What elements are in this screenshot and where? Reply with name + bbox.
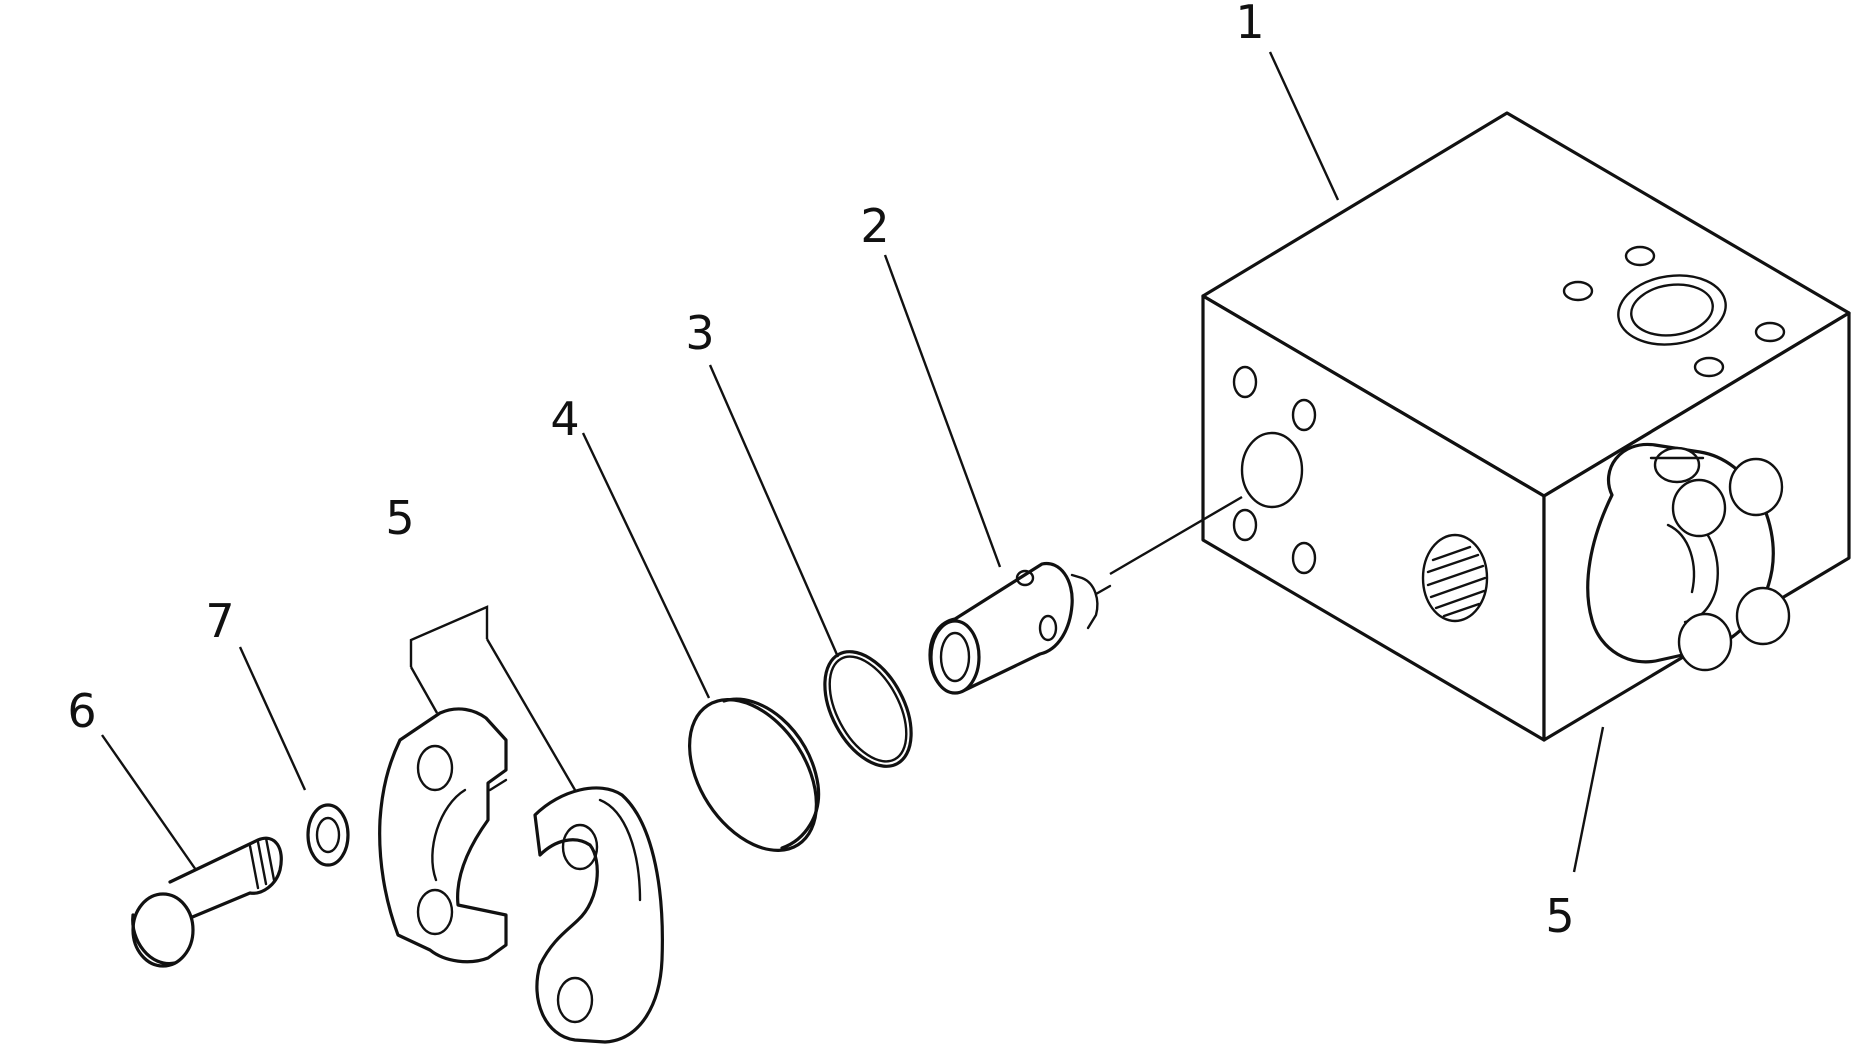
- callout-5-flange: 5: [385, 491, 415, 545]
- callout-3: 3: [685, 306, 715, 360]
- valve-block-part-1: [1109, 111, 1851, 742]
- washer-part-7: [306, 803, 350, 867]
- callout-6: 6: [67, 684, 97, 738]
- cover-plate-part-4: [688, 697, 821, 852]
- split-flange-part-5: [378, 707, 664, 1044]
- callout-7: 7: [205, 594, 235, 648]
- callout-2: 2: [860, 199, 890, 253]
- callout-leaders: [101, 51, 1605, 873]
- callout-5-block-flange: 5: [1545, 889, 1575, 943]
- bolt-part-6: [131, 836, 283, 968]
- poppet-part-2: [928, 561, 1112, 695]
- callout-1: 1: [1235, 0, 1265, 49]
- o-ring-part-3: [823, 650, 913, 768]
- callout-4: 4: [550, 392, 580, 446]
